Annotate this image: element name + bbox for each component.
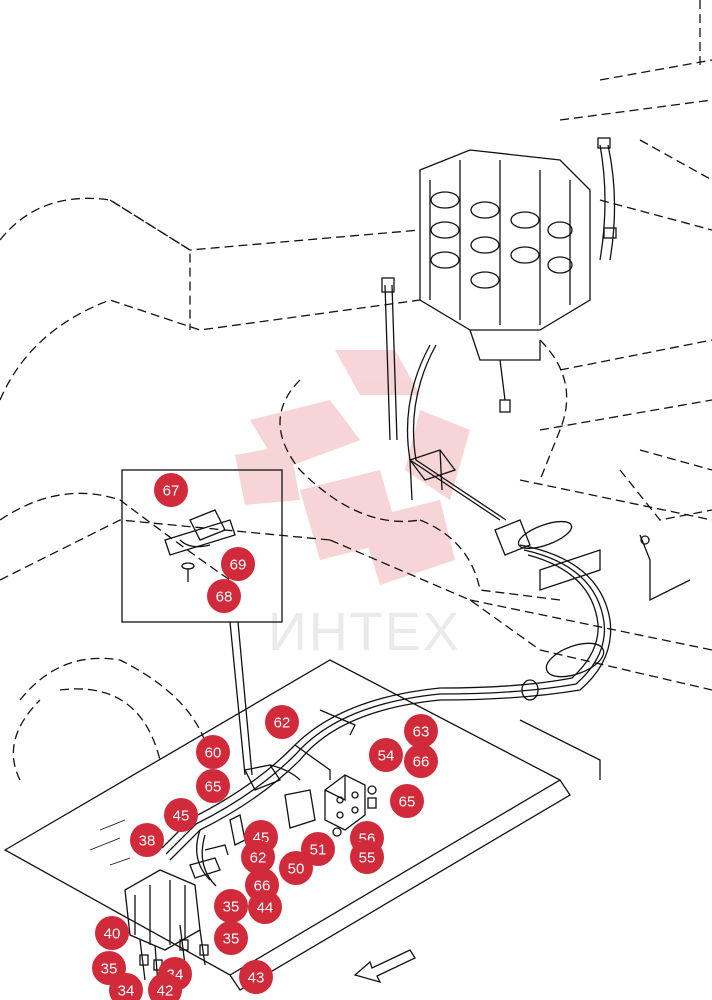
callout-circle	[404, 714, 438, 748]
pilot-valve-assembly	[124, 764, 301, 986]
callout-38: 38	[130, 823, 164, 857]
callout-circle	[241, 840, 275, 874]
callout-label: 54	[378, 748, 395, 765]
callout-circle	[154, 473, 188, 507]
callout-circle	[148, 973, 182, 1000]
callout-68: 68	[207, 579, 241, 613]
callout-circle	[404, 744, 438, 778]
callout-label: 44	[257, 900, 274, 917]
callout-label: 65	[205, 779, 222, 796]
callout-66: 66	[404, 744, 438, 778]
callout-label: 43	[248, 970, 265, 987]
callout-label: 62	[274, 715, 291, 732]
callout-69: 69	[221, 547, 255, 581]
callout-label: 35	[223, 899, 240, 916]
callout-label: 50	[288, 861, 305, 878]
callout-label: 51	[310, 842, 327, 859]
callout-circle	[196, 735, 230, 769]
hose-run	[161, 544, 612, 887]
callout-circle	[95, 916, 129, 950]
callout-label: 69	[230, 557, 247, 574]
callout-42: 42	[148, 973, 182, 1000]
callout-label: 66	[413, 754, 430, 771]
callout-circle	[214, 889, 248, 923]
callout-label: 60	[205, 745, 222, 762]
callout-label: 38	[139, 833, 156, 850]
callout-65: 65	[196, 769, 230, 803]
callout-label: 35	[223, 931, 240, 948]
callout-55: 55	[350, 840, 384, 874]
front-direction-arrow-icon	[353, 949, 416, 984]
callout-circle	[265, 705, 299, 739]
machine-frame-outline	[0, 0, 712, 781]
callout-label: 45	[173, 808, 190, 825]
callout-circle	[196, 769, 230, 803]
callout-label: 62	[250, 850, 267, 867]
callout-label: 35	[101, 961, 118, 978]
cab-floor-plate	[3, 659, 601, 991]
harness-bracket	[408, 449, 691, 602]
callout-50: 50	[279, 851, 313, 885]
callout-circle	[130, 823, 164, 857]
control-valve-assembly	[381, 137, 617, 521]
callout-circle	[109, 973, 143, 1000]
callout-circle	[239, 960, 273, 994]
callout-circle	[350, 840, 384, 874]
callout-circle	[164, 798, 198, 832]
callout-label: 42	[157, 983, 174, 1000]
callout-circle	[390, 784, 424, 818]
callout-51: 51	[301, 832, 335, 866]
callout-63: 63	[404, 714, 438, 748]
callout-43: 43	[239, 960, 273, 994]
callout-label: 34	[118, 983, 135, 1000]
callout-54: 54	[369, 738, 403, 772]
callout-60: 60	[196, 735, 230, 769]
callout-label: 67	[163, 483, 180, 500]
callout-circle	[369, 738, 403, 772]
callout-45: 45	[164, 798, 198, 832]
callout-label: 55	[359, 850, 376, 867]
callout-circle	[221, 547, 255, 581]
callout-67: 67	[154, 473, 188, 507]
callout-label: 40	[104, 926, 121, 943]
callout-circle	[279, 851, 313, 885]
callout-circle	[248, 890, 282, 924]
callout-label: 63	[413, 724, 430, 741]
callout-65: 65	[390, 784, 424, 818]
callout-circle	[301, 832, 335, 866]
callout-62: 62	[265, 705, 299, 739]
callout-circle	[207, 579, 241, 613]
callout-circle	[214, 921, 248, 955]
callout-35: 35	[214, 921, 248, 955]
callout-62: 62	[241, 840, 275, 874]
callout-34: 34	[109, 973, 143, 1000]
callout-35: 35	[214, 889, 248, 923]
callout-label: 65	[399, 794, 416, 811]
watermark-logo: ИНТЕХ	[235, 350, 470, 662]
solenoid-valve-block	[284, 709, 377, 837]
detail-inset	[121, 469, 283, 776]
watermark-text: ИНТЕХ	[268, 602, 461, 662]
callout-40: 40	[95, 916, 129, 950]
callout-label: 68	[216, 589, 233, 606]
callout-44: 44	[248, 890, 282, 924]
